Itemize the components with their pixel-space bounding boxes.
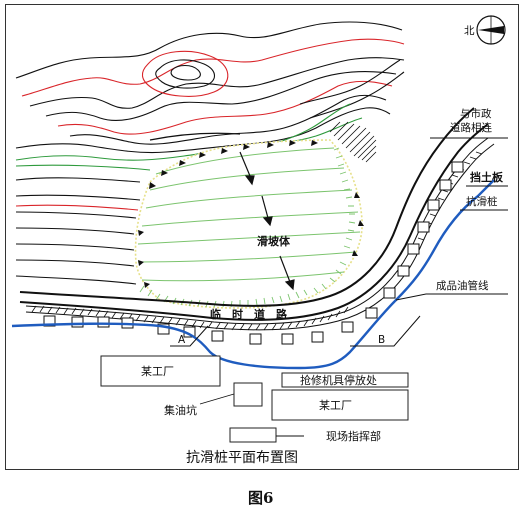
repair-storage-label: 抢修机具停放处 [300, 373, 377, 387]
pile [281, 333, 294, 345]
pile [211, 330, 224, 342]
contour-line [309, 71, 405, 119]
pile [439, 179, 452, 191]
pile [249, 333, 262, 345]
figure-caption: 图6 [248, 489, 273, 507]
pile [97, 316, 110, 328]
oil-sump-box [233, 382, 263, 407]
hill-contour [170, 64, 201, 81]
compass-north-label: 北 [464, 25, 475, 37]
diagram-title: 抗滑桩平面布置图 [186, 449, 298, 466]
contour-line [57, 80, 393, 135]
repair-storage-box [281, 372, 409, 388]
contour-line [69, 94, 387, 145]
road-connect-label-line1: 与市政 [460, 107, 492, 120]
pile [427, 199, 440, 211]
retaining-wall-label: 挡土板 [470, 170, 504, 184]
compass-icon [476, 15, 506, 45]
pile [365, 307, 378, 319]
contour-line [29, 57, 405, 109]
landslide-markers [138, 140, 364, 288]
point-b-label: B [378, 334, 385, 346]
facility-boxes: 某工厂 抢修机具停放处 某工厂 集油坑 现场指挥部 [100, 355, 409, 443]
contour-line [15, 21, 403, 79]
contour-line [15, 275, 137, 285]
road-outer-edge [19, 123, 489, 321]
hill-contour [155, 59, 216, 89]
contour-line [15, 227, 135, 235]
contour-line [15, 204, 139, 211]
factory-left-label: 某工厂 [141, 365, 174, 378]
road-inner-edge [19, 107, 475, 307]
contour-line [15, 259, 135, 267]
pile [451, 161, 464, 173]
slide-direction-arrows [239, 151, 295, 291]
contour-line [21, 38, 405, 97]
road-edge-3 [149, 132, 241, 141]
contour-line [299, 59, 401, 105]
hatched-area [329, 121, 377, 163]
contour-line [15, 177, 141, 183]
oil-pipeline [11, 179, 495, 370]
point-a-label: A [178, 334, 186, 346]
road-connect-label-line2: 道路相连 [450, 121, 492, 134]
pile [407, 243, 420, 255]
factory-left-box [100, 355, 221, 387]
factory-right-box [271, 389, 409, 421]
command-post-label: 现场指挥部 [326, 429, 381, 443]
temporary-road [19, 107, 489, 321]
oil-sump-label: 集油坑 [164, 403, 197, 417]
contour-line [45, 70, 397, 121]
retaining-wall [25, 137, 495, 331]
contour-line [15, 164, 151, 171]
anti-slide-pile-label: 抗滑桩 [466, 195, 498, 208]
command-post-box [229, 427, 277, 443]
pile [311, 331, 324, 343]
hill-contour [141, 50, 229, 97]
pile [417, 221, 430, 233]
contour-line [15, 194, 141, 201]
contour-line [15, 211, 137, 219]
landslide-label: 滑坡体 [257, 234, 291, 248]
contour-line [15, 243, 135, 251]
oil-pipeline-label: 成品油管线 [436, 279, 489, 292]
pile [157, 323, 170, 335]
pile [383, 287, 396, 299]
temporary-road-label: 临 时 道 路 [210, 307, 288, 321]
pile [397, 265, 410, 277]
pile [71, 316, 84, 328]
landslide-green-contours [137, 147, 361, 282]
pile [341, 321, 354, 333]
factory-right-label: 某工厂 [319, 399, 352, 412]
section-marks [170, 315, 421, 347]
callout-leaders [395, 137, 508, 301]
landslide-body: 滑坡体 [134, 139, 364, 309]
pile [43, 315, 56, 327]
